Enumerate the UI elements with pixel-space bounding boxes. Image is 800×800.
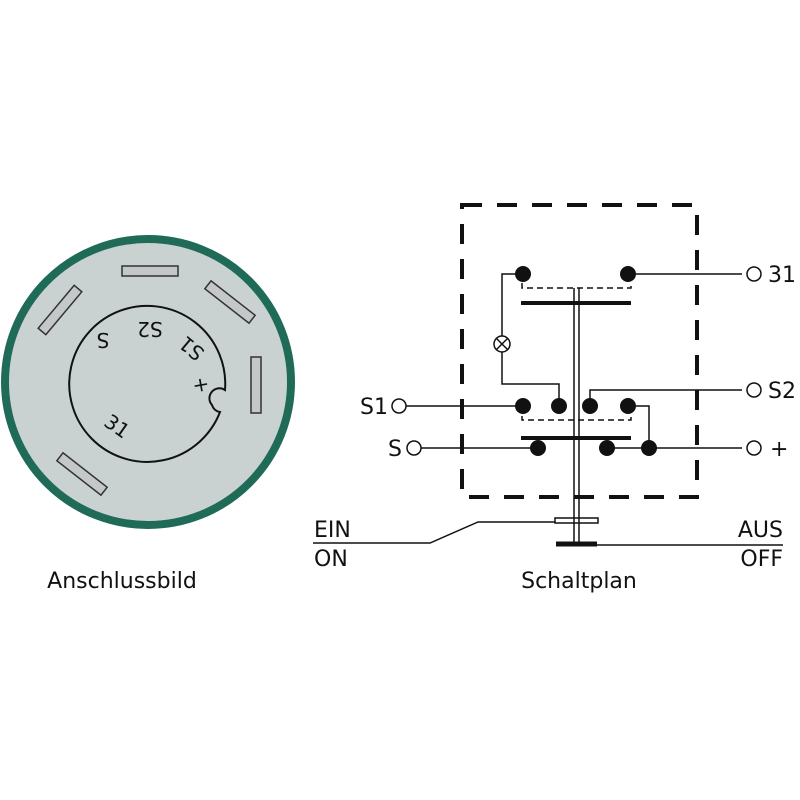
terminal-s <box>406 440 422 456</box>
terminal-label-plus: + <box>770 437 788 462</box>
label-off: OFF <box>740 547 783 572</box>
pin-label-s: S <box>97 328 110 352</box>
terminal-plus <box>746 440 762 456</box>
pin-slot <box>203 279 257 325</box>
label-on: ON <box>314 547 348 572</box>
terminal-s2 <box>746 382 762 398</box>
terminal-label-s2: S2 <box>768 379 796 404</box>
terminal-31 <box>746 266 762 282</box>
terminal-label-s: S <box>388 437 402 462</box>
pin-label-plus: + <box>187 375 214 396</box>
pin-slot <box>37 284 83 336</box>
pin-slot <box>121 265 179 277</box>
caption-anschlussbild: Anschlussbild <box>47 569 197 594</box>
connector-face: S S2 S1 + 31 <box>1 235 295 529</box>
terminal-label-31: 31 <box>768 263 796 288</box>
terminal-label-s1: S1 <box>360 395 388 420</box>
pin-slot <box>55 451 109 497</box>
pin-label-s2: S2 <box>137 317 162 341</box>
terminal-s1 <box>391 398 407 414</box>
schematic <box>313 203 783 547</box>
label-aus: AUS <box>738 518 783 543</box>
caption-schaltplan: Schaltplan <box>521 569 637 594</box>
pin-slot <box>250 356 262 414</box>
label-ein: EIN <box>314 518 351 543</box>
ein-lever <box>554 517 599 524</box>
lamp-icon <box>493 335 511 353</box>
inner-circle <box>68 304 227 463</box>
